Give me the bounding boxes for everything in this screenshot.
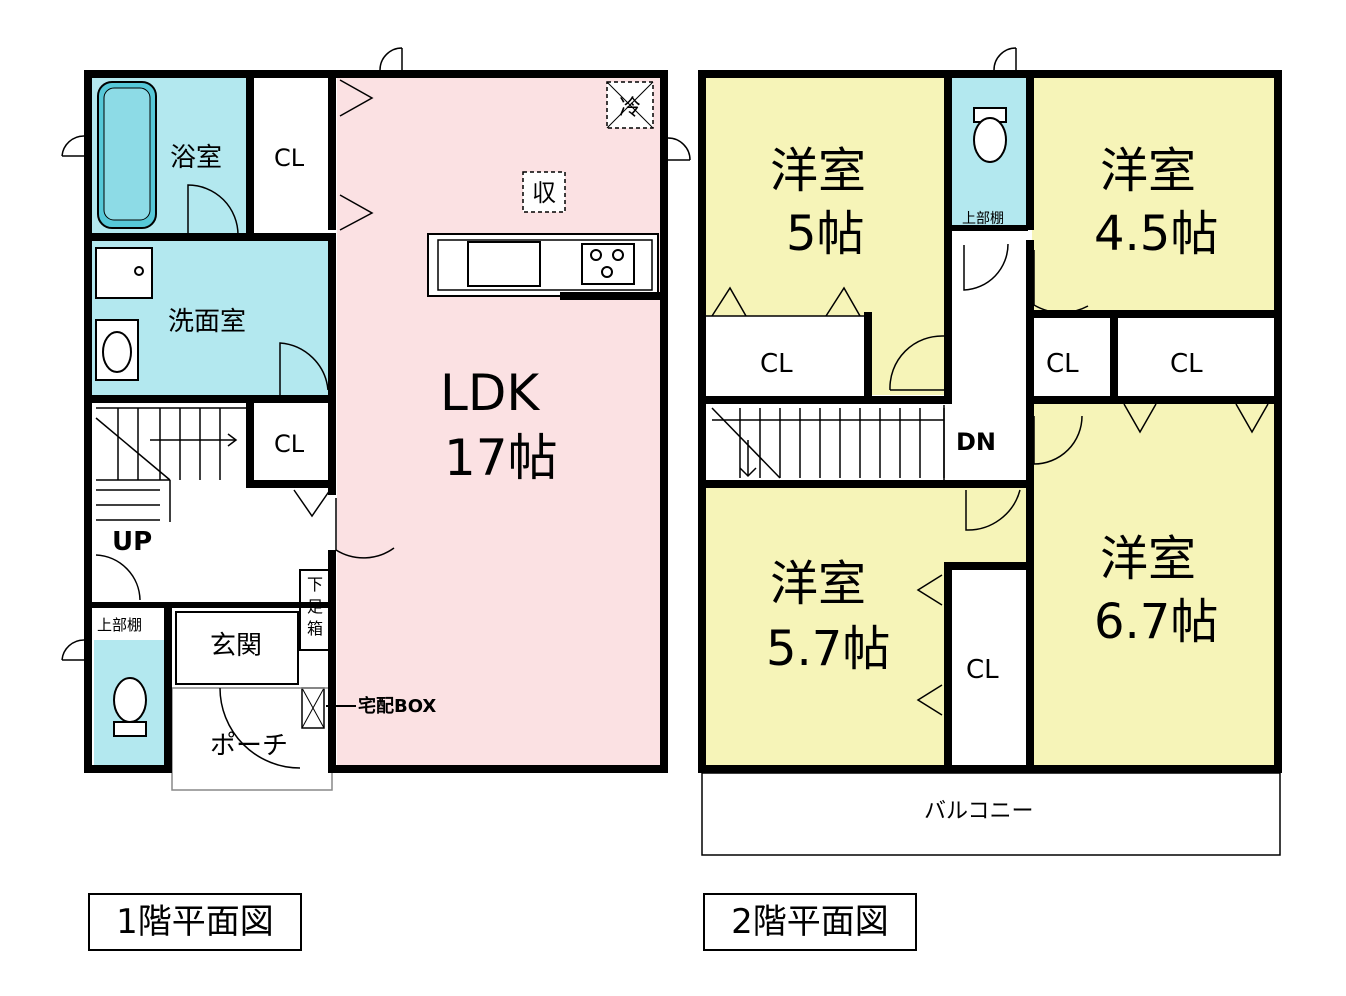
floor2-walls	[698, 70, 1282, 773]
room-nw-size-label: 5帖	[786, 206, 865, 262]
floor2-caption: 2階平面図	[703, 893, 917, 951]
upper-shelf-label-f1: 上部棚	[97, 616, 142, 634]
washroom-label: 洗面室	[168, 307, 246, 337]
stairs-floor1	[95, 407, 246, 522]
balcony-label: バルコニー	[924, 799, 1034, 824]
shoe-box-label: 下足箱	[307, 575, 323, 638]
room-se-label: 洋室	[1100, 531, 1196, 587]
stairs-floor2	[711, 407, 945, 479]
room-sw-label: 洋室	[770, 556, 866, 612]
ldk-size-label: 17帖	[444, 429, 558, 487]
floor1-doors	[61, 47, 691, 769]
up-label: UP	[112, 527, 152, 557]
toilet-icon	[973, 107, 1007, 163]
storage-box	[522, 171, 566, 213]
closet-label-f2-ne-large: CL	[1170, 349, 1203, 379]
storage-label: 収	[532, 179, 556, 207]
delivery-box-label: 宅配BOX	[358, 695, 436, 717]
wash-basin-icon	[95, 247, 153, 299]
room-se-area	[1032, 400, 1276, 768]
fridge-label: 冷	[619, 96, 641, 121]
shoe-box	[299, 569, 331, 651]
upper-shelf-label-f2: 上部棚	[962, 211, 1004, 227]
closet-label-f2-nw: CL	[760, 349, 793, 379]
dn-label: DN	[956, 428, 996, 456]
room-ne-size-label: 4.5帖	[1094, 206, 1218, 262]
floor1-caption: 1階平面図	[88, 893, 302, 951]
closet-label-f1-mid: CL	[274, 430, 305, 458]
toilet-icon	[113, 677, 147, 737]
entrance-label: 玄関	[210, 631, 262, 661]
closet-label-f2-ne-small: CL	[1046, 349, 1079, 379]
floor2-windows	[701, 71, 1279, 771]
room-ne-label: 洋室	[1100, 143, 1196, 199]
floor2-plan: 洋室 5帖 洋室 4.5帖 洋室 5.7帖 洋室 6.7帖 上部棚 CL CL …	[698, 47, 1282, 856]
room-se-size-label: 6.7帖	[1094, 594, 1218, 650]
room-nw-label: 洋室	[770, 143, 866, 199]
kitchen-counter	[427, 233, 659, 297]
balcony-outline	[701, 772, 1281, 856]
floor1-windows	[84, 265, 665, 773]
floor2-doors	[706, 47, 1269, 716]
porch-label: ポーチ	[210, 731, 288, 761]
floor1-plan: 浴室 CL 洗面室 CL UP 上部棚 玄関 宅配BOX ポーチ LDK 17帖…	[61, 47, 691, 791]
ldk-area	[337, 75, 663, 770]
room-ne-area	[1032, 75, 1276, 315]
room-sw-size-label: 5.7帖	[766, 621, 890, 677]
closet-label-f1-top: CL	[274, 144, 305, 172]
ldk-label: LDK	[440, 364, 540, 422]
entrance-floor	[175, 611, 299, 685]
closet-label-f2-sw: CL	[966, 655, 999, 685]
bath-label: 浴室	[170, 143, 222, 173]
